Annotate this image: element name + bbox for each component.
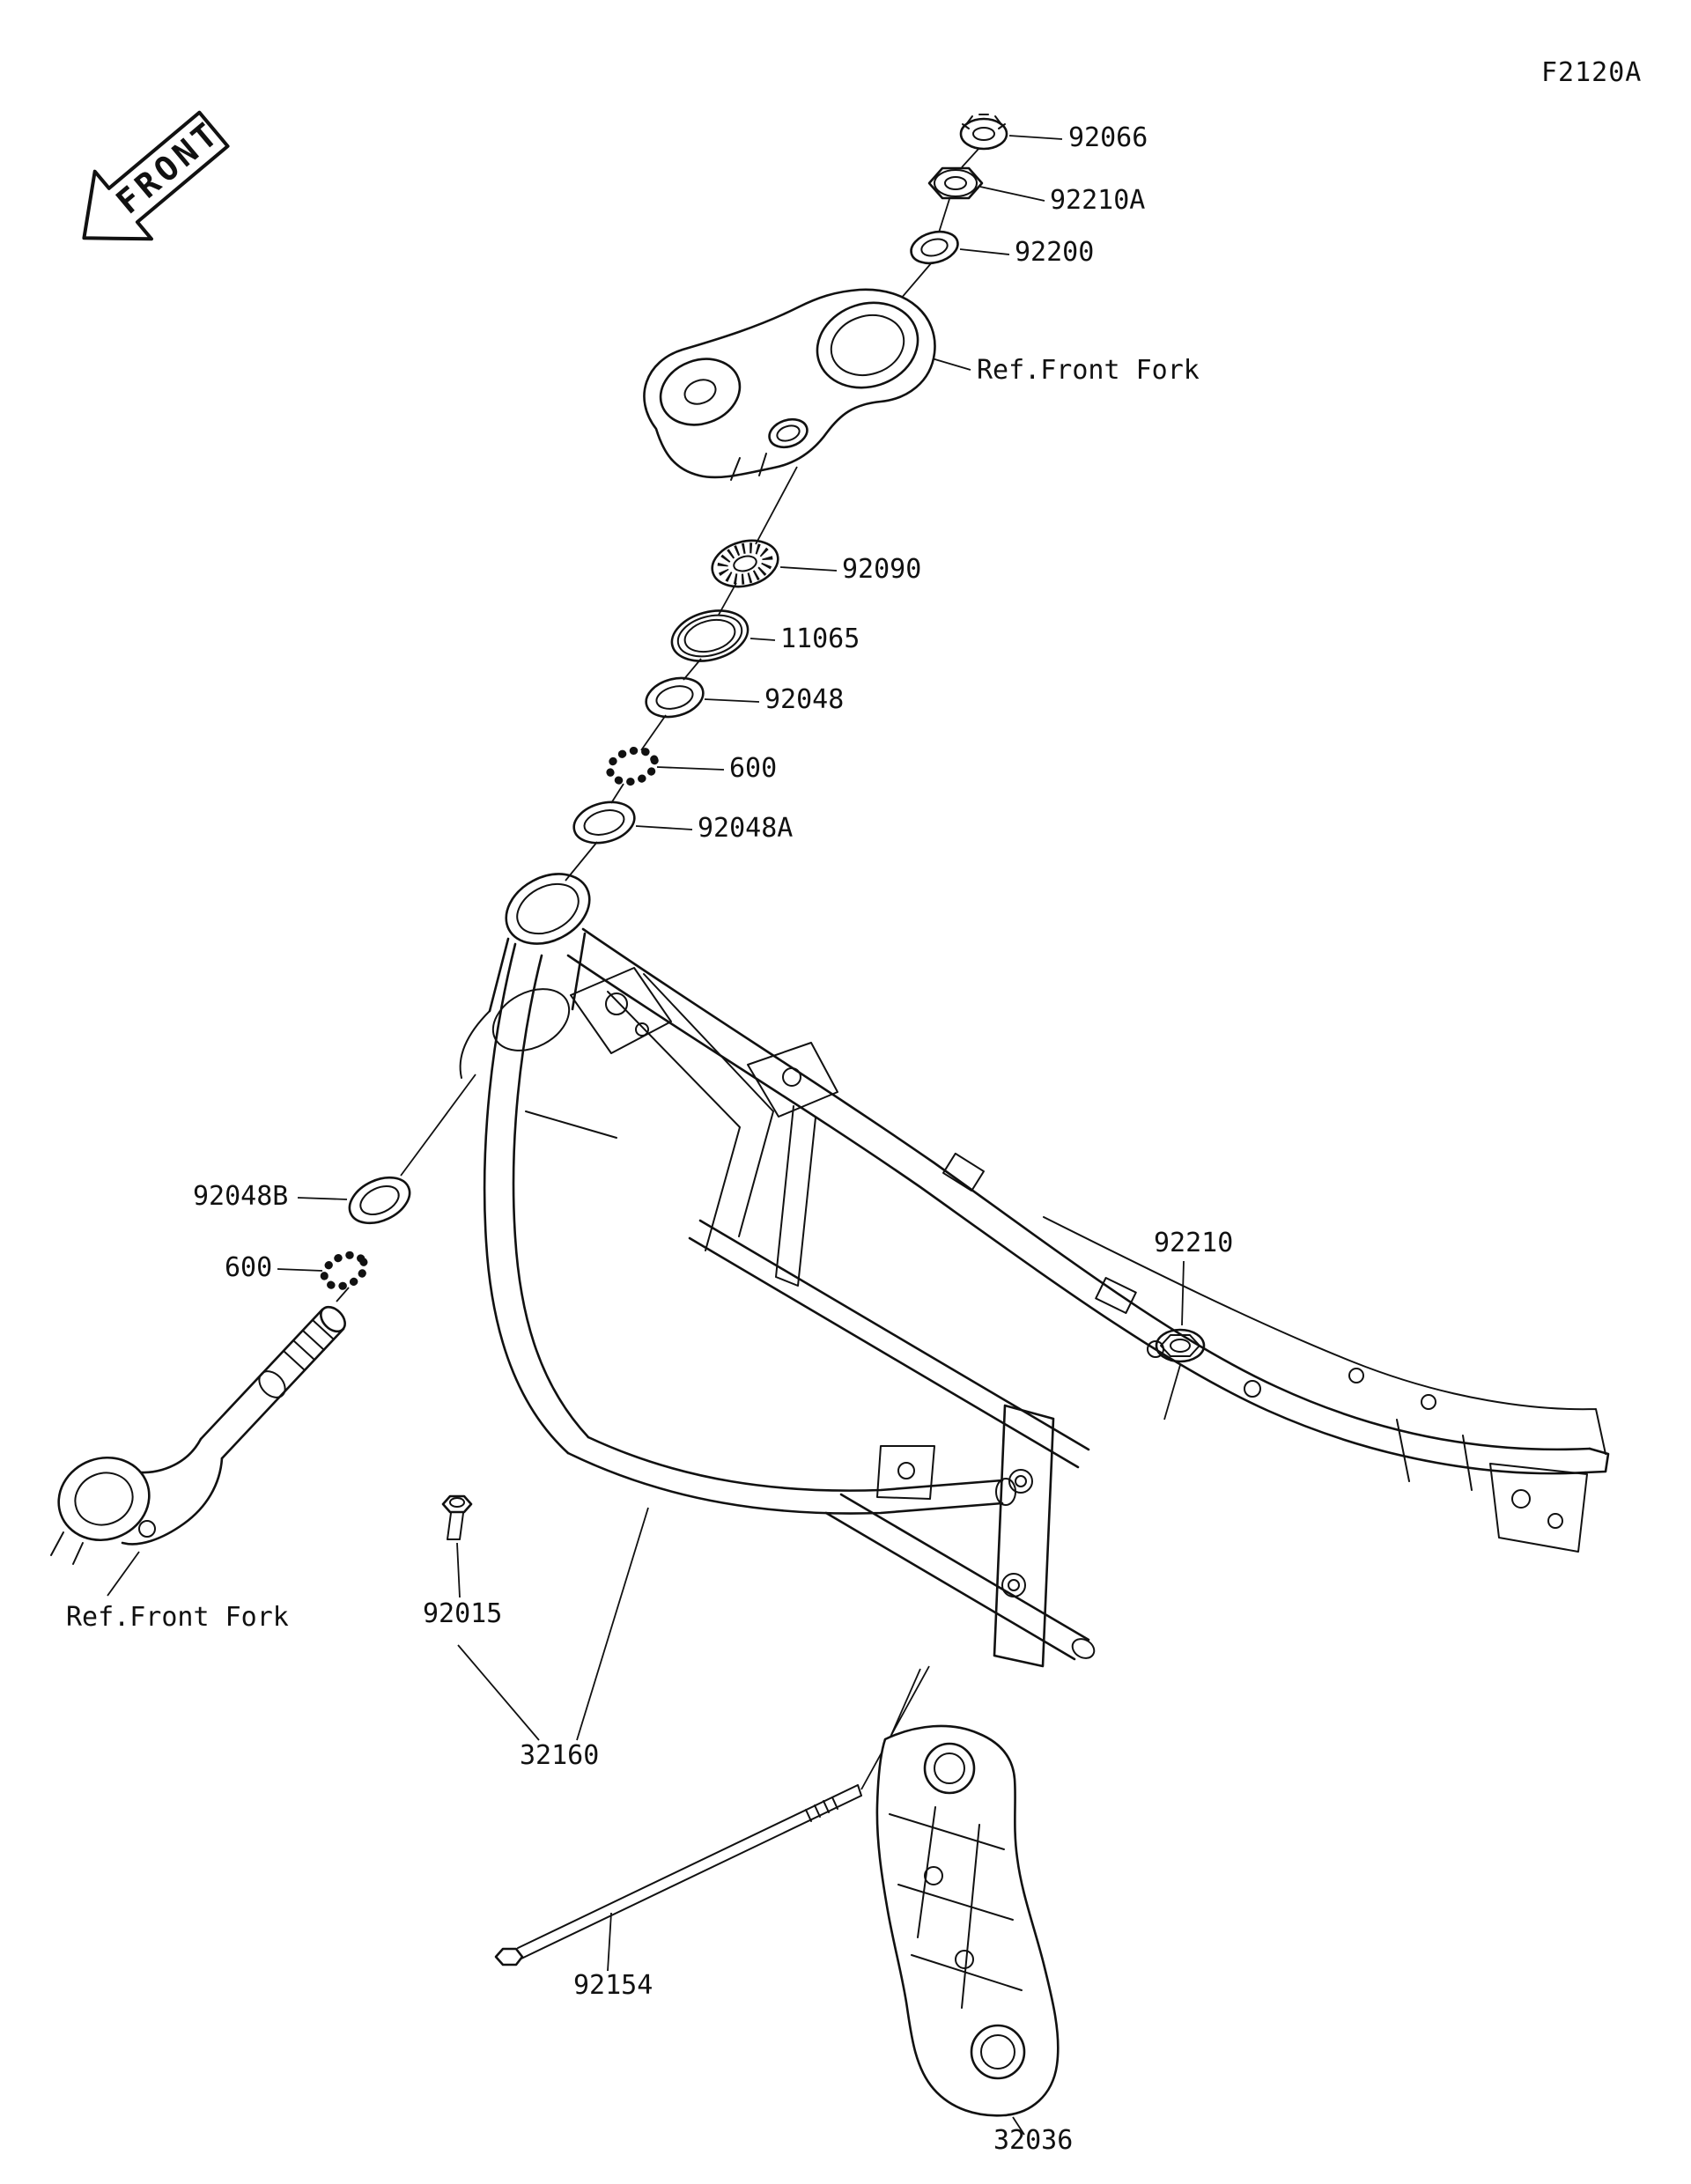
diagram-code: F2120A: [1541, 57, 1642, 88]
label-92048B: 92048B: [193, 1181, 288, 1212]
label-ref-front-fork-upper: Ref.Front Fork: [977, 355, 1200, 386]
label-ref-front-fork-lower: Ref.Front Fork: [66, 1602, 289, 1633]
part-11065-bearing-cap: [670, 609, 750, 662]
label-32160: 32160: [520, 1740, 599, 1771]
part-92210A-hex-nut: [927, 166, 984, 200]
label-92210: 92210: [1154, 1228, 1233, 1258]
label-32036: 32036: [993, 2125, 1073, 2156]
part-92066-castle-nut: [959, 114, 1008, 151]
front-arrow: FRONT: [82, 110, 230, 241]
part-92048B-bearing-race: [348, 1176, 411, 1225]
label-92066: 92066: [1068, 122, 1148, 153]
label-92090: 92090: [842, 554, 921, 585]
label-92048A: 92048A: [698, 813, 793, 844]
part-labels: 92066 92210A 92200 Ref.Front Fork 92090 …: [66, 122, 1233, 2156]
label-600-lower: 600: [225, 1252, 272, 1283]
part-32036-bracket: [875, 1724, 1060, 2117]
label-92015: 92015: [423, 1598, 502, 1629]
label-92154: 92154: [573, 1970, 653, 2001]
label-92200: 92200: [1015, 237, 1094, 268]
part-92154-long-bolt: [494, 1784, 862, 1966]
part-92048A-bearing-race: [572, 801, 636, 845]
part-600-ball-ring-lower: [320, 1251, 369, 1291]
part-600-ball-ring-upper: [606, 746, 659, 786]
leader-lines: [107, 135, 1185, 2136]
part-upper-triple-clamp: [643, 288, 936, 481]
frame-drawing: [459, 873, 1610, 1668]
front-arrow-label: FRONT: [109, 113, 228, 221]
label-92048: 92048: [764, 684, 844, 715]
label-92210A: 92210A: [1050, 185, 1145, 216]
part-92210-nut: [1155, 1328, 1206, 1363]
part-92090-bearing-race: [711, 539, 779, 588]
part-92015-bolt: [441, 1494, 473, 1540]
label-11065: 11065: [780, 623, 860, 654]
label-600-upper: 600: [729, 753, 777, 784]
part-92200-washer: [910, 230, 959, 265]
part-92048-bearing-race: [645, 676, 705, 719]
part-lower-triple-clamp-stem: [50, 1305, 346, 1565]
